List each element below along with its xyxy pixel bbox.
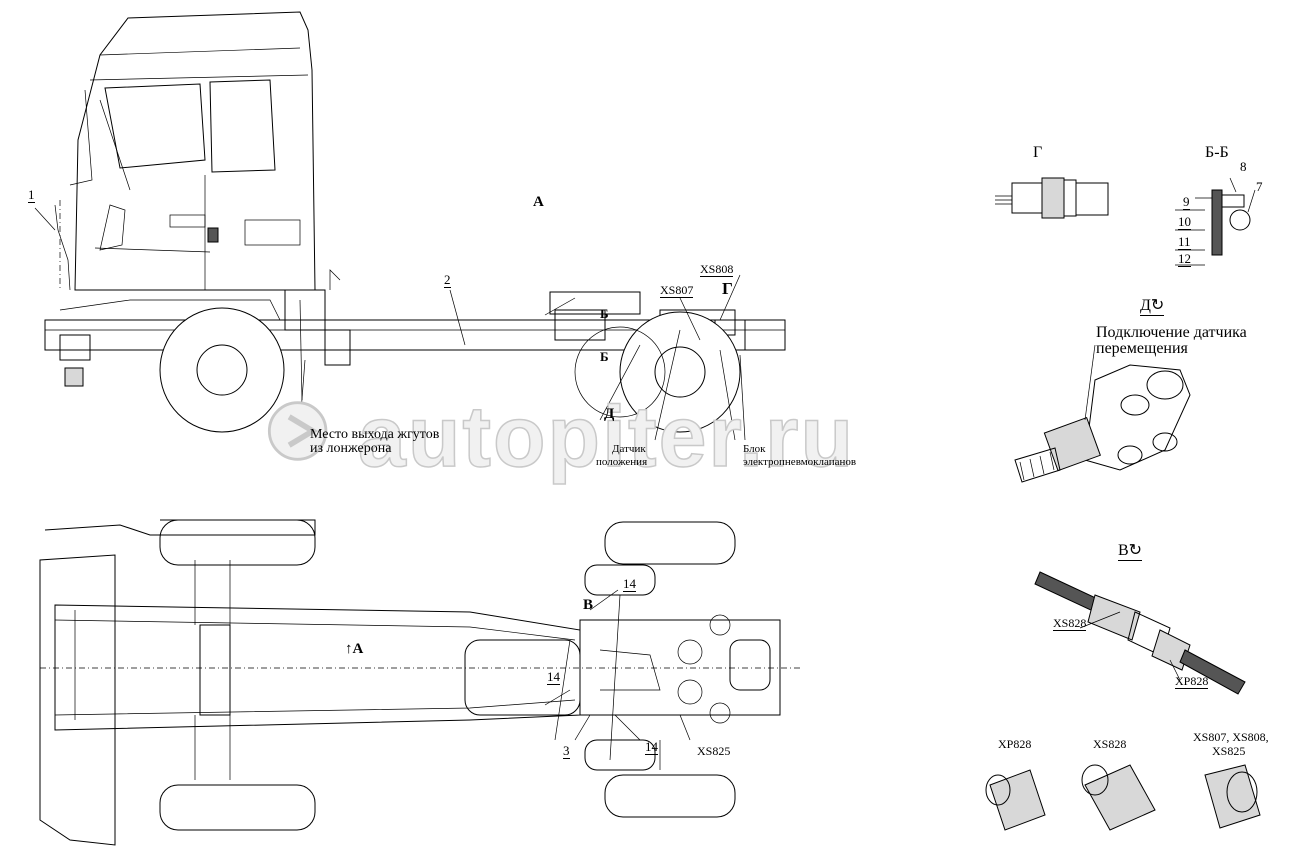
callout-14-middle: 14	[547, 669, 560, 685]
xs828-bottom-label: XS828	[1093, 737, 1127, 751]
xs-group-label-line2: XS825	[1212, 744, 1246, 758]
callout-3: 3	[563, 743, 570, 759]
detail-g-connector	[995, 177, 1109, 219]
view-v-marker: В	[583, 597, 594, 613]
callout-1: 1	[28, 187, 35, 203]
watermark-text: autopiter.ru	[357, 388, 856, 486]
chassis-top-view	[39, 519, 800, 846]
xp828-label: XP828	[1175, 674, 1209, 689]
section-b-marker-upper: Б	[600, 306, 609, 321]
sensor-connection-label-line2: перемещения	[1096, 340, 1188, 357]
harness-exit-label-line1: Место выхода жгутов	[310, 427, 440, 442]
callout-8: 8	[1240, 159, 1247, 174]
section-bb	[1175, 177, 1256, 266]
valve-block-label-line2: электропневмоклапанов	[743, 456, 857, 468]
sensor-connection-label-line1: Подключение датчика	[1096, 324, 1247, 341]
callout-11: 11	[1178, 234, 1191, 250]
xs807-label: XS807	[660, 283, 694, 298]
xs808-label: XS808	[700, 262, 734, 277]
bottom-connectors	[985, 764, 1261, 831]
callout-12: 12	[1178, 251, 1191, 267]
watermark-logo-icon	[267, 401, 328, 461]
xs828-label: XS828	[1053, 616, 1087, 631]
detail-v-title: В↻	[1118, 542, 1143, 561]
position-sensor-label-line2: положения	[596, 456, 648, 468]
position-sensor-label-line1: Датчик	[612, 443, 646, 455]
xs-group-label-line1: XS807, XS808,	[1193, 730, 1269, 744]
frame-side-view	[44, 269, 786, 441]
rotate-icon: ↻	[1150, 297, 1165, 314]
callout-7: 7	[1256, 179, 1263, 194]
view-a-arrow-label: ↑А	[345, 641, 364, 657]
callout-2: 2	[444, 272, 451, 288]
detail-d-title: Д↻	[1140, 297, 1165, 316]
view-a-label: А	[533, 194, 544, 210]
harness-exit-label-line2: из лонжерона	[310, 441, 392, 456]
rotate-icon: ↻	[1128, 542, 1143, 559]
detail-g-title: Г	[1033, 144, 1043, 161]
callout-14-bottom: 14	[645, 739, 658, 755]
view-d-marker: Д	[604, 406, 615, 422]
section-b-marker-lower: Б	[600, 349, 609, 364]
xp828-bottom-label: XP828	[998, 737, 1032, 751]
detail-v-connectors	[1034, 571, 1246, 695]
leader-lines	[34, 207, 1181, 741]
section-bb-title: Б-Б	[1205, 144, 1229, 161]
callout-10: 10	[1178, 214, 1191, 230]
cab-side-view	[54, 11, 316, 291]
callout-9: 9	[1183, 194, 1190, 210]
detail-d-sensor	[1014, 364, 1191, 483]
callout-14-top: 14	[623, 576, 636, 592]
xs825-label: XS825	[697, 744, 731, 758]
view-g-marker: Г	[722, 279, 733, 298]
valve-block-label-line1: Блок	[743, 443, 766, 455]
